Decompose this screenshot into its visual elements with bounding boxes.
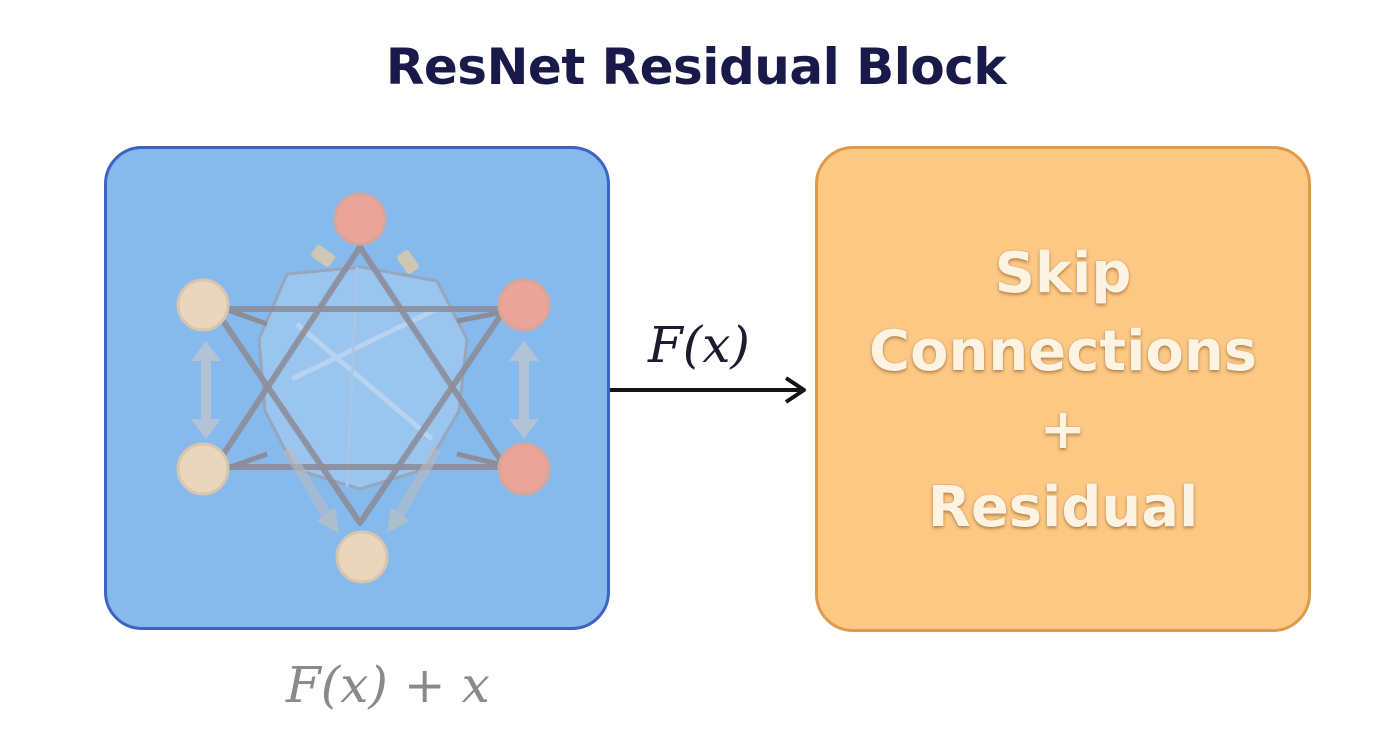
diagonal-arrow-right: [387, 446, 442, 533]
vertical-double-arrow-right: [509, 341, 539, 439]
residual-block-box: [104, 146, 610, 630]
network-node-bottom: [335, 530, 389, 584]
network-node-top-left: [176, 278, 230, 332]
hexagram-upper-triangle: [212, 244, 508, 470]
network-node-top: [333, 192, 387, 246]
skip-line-2: Connections: [868, 319, 1258, 384]
network-node-bottom-right: [497, 442, 551, 496]
arrow-label: F(x): [648, 316, 750, 374]
network-inner-stroke: [290, 306, 439, 382]
vertical-double-arrow-left: [191, 341, 221, 439]
network-edge: [224, 306, 268, 327]
network-inner-stroke: [345, 266, 359, 488]
diagram-title: ResNet Residual Block: [385, 38, 1007, 96]
hexagram-lower-triangle: [212, 306, 508, 526]
forward-arrow: [610, 376, 806, 404]
network-node-top-right: [497, 278, 551, 332]
skip-connections-box: Skip Connections + Residual: [815, 146, 1311, 632]
residual-output-label: F(x) + x: [286, 656, 490, 714]
skip-connections-text: Skip Connections + Residual: [818, 235, 1308, 547]
diagonal-arrow-left: [282, 446, 339, 533]
skip-line-1: Skip: [994, 241, 1132, 306]
network-dash: [397, 250, 419, 274]
network-inner-stroke: [295, 322, 434, 441]
skip-line-4: Residual: [927, 475, 1199, 540]
network-node-bottom-left: [176, 442, 230, 496]
network-edge: [224, 451, 268, 472]
skip-line-3: +: [1039, 397, 1087, 462]
hexagram-network-icon: [176, 192, 551, 584]
network-dash: [311, 245, 335, 267]
